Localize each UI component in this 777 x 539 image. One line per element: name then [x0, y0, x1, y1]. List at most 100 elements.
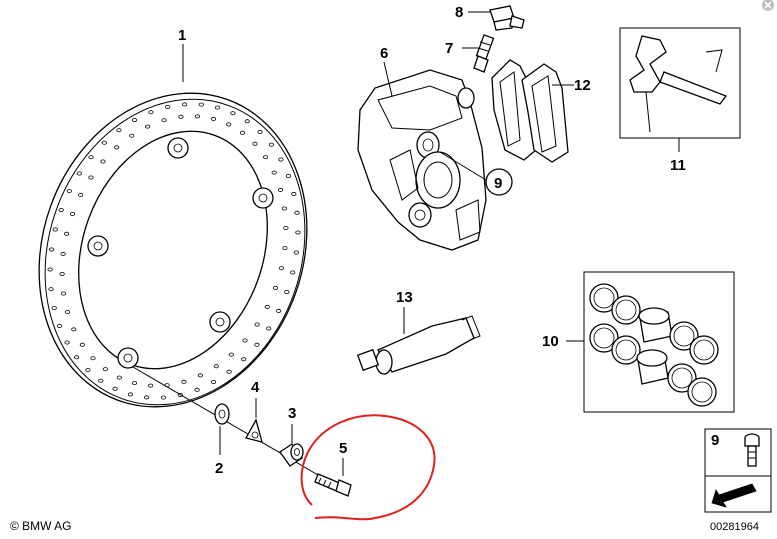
drill-hole [48, 287, 54, 292]
drill-hole [160, 395, 166, 400]
drill-hole [283, 225, 289, 230]
drill-hole [277, 187, 284, 192]
drill-hole [100, 159, 106, 164]
reference-box-arrow [704, 475, 772, 513]
drill-hole [213, 364, 219, 369]
close-button[interactable] [762, 0, 774, 11]
svg-text:9: 9 [494, 175, 502, 192]
drill-hole [131, 118, 138, 123]
callout-3: 3 [288, 405, 296, 422]
drill-hole [116, 375, 122, 380]
drill-hole [101, 140, 107, 145]
drill-hole [285, 173, 292, 178]
copyright-text: © BMW AG [10, 519, 72, 533]
drill-hole [278, 266, 284, 271]
drill-hole [197, 373, 203, 378]
drill-hole [198, 102, 204, 107]
callout-7: 7 [445, 40, 453, 57]
drill-hole [66, 189, 72, 194]
drill-hole [264, 304, 270, 309]
drill-hole [148, 383, 154, 388]
retaining-clip[interactable] [245, 418, 263, 443]
drill-hole [282, 246, 288, 251]
drill-hole [272, 285, 279, 290]
drill-hole [131, 381, 138, 386]
drill-hole [254, 322, 260, 327]
drill-hole [226, 122, 232, 127]
spacer-sleeve[interactable] [279, 443, 304, 467]
drill-hole [64, 340, 70, 345]
reference-circle-9: 9 [439, 151, 513, 196]
grease-tube[interactable] [356, 315, 481, 375]
callout-6: 6 [380, 45, 388, 62]
drill-hole [114, 145, 120, 150]
disc-drill-holes [47, 102, 301, 400]
drill-hole [257, 129, 263, 134]
brake-caliper[interactable] [357, 69, 487, 251]
drill-hole [181, 379, 187, 384]
drill-hole [242, 338, 248, 343]
drill-hole [79, 342, 86, 347]
mounting-bolt[interactable] [314, 473, 352, 497]
drill-hole [194, 114, 200, 119]
disc-mounting-lugs [87, 137, 274, 369]
drill-hole [48, 247, 55, 252]
drill-hole [129, 133, 135, 138]
drill-hole [294, 210, 300, 215]
drill-hole [74, 355, 80, 360]
callout-1: 1 [178, 27, 186, 44]
drill-hole [228, 352, 234, 357]
drill-hole [58, 207, 64, 212]
caliper-seal-kit-box[interactable] [583, 271, 735, 413]
drill-hole [291, 191, 297, 196]
dust-cap[interactable] [489, 5, 525, 31]
drill-hole [90, 356, 96, 361]
callout-10: 10 [542, 333, 559, 350]
drawing-number: 00281964 [710, 521, 759, 533]
drill-hole [145, 124, 151, 129]
drill-hole [59, 271, 65, 276]
drill-hole [268, 142, 274, 147]
drill-hole [76, 171, 82, 176]
drill-hole [194, 387, 200, 392]
drill-hole [52, 227, 58, 232]
drill-hole [64, 231, 70, 236]
drill-hole [262, 155, 269, 160]
red-annotation-circle [300, 414, 436, 521]
drill-hole [85, 368, 91, 373]
callout-2: 2 [215, 460, 223, 477]
drill-hole [266, 326, 272, 331]
washer[interactable] [214, 403, 230, 425]
drill-hole [60, 251, 66, 256]
callout-5: 5 [339, 440, 347, 457]
reference-box-screw[interactable]: 9 [704, 428, 772, 477]
drill-hole [230, 111, 236, 116]
callout-13: 13 [396, 289, 413, 306]
pad-fitting-kit-box[interactable] [619, 27, 741, 139]
leader-6 [383, 61, 393, 97]
brake-pads[interactable] [491, 59, 569, 163]
drill-hole [88, 175, 94, 180]
callout-8: 8 [455, 4, 463, 21]
drill-hole [254, 342, 260, 347]
svg-text:9: 9 [711, 432, 719, 449]
brake-disc[interactable] [0, 55, 350, 445]
close-icon [764, 1, 772, 9]
drill-hole [88, 155, 94, 160]
callout-11: 11 [670, 157, 686, 174]
arrow-icon [711, 483, 757, 508]
drill-hole [241, 357, 247, 362]
drill-hole [165, 105, 171, 110]
drill-hole [144, 395, 150, 400]
bleed-valve[interactable] [473, 34, 495, 73]
drill-hole [127, 392, 134, 397]
drill-hole [284, 289, 290, 294]
drill-hole [293, 250, 299, 255]
drill-hole [56, 323, 63, 328]
drill-hole [244, 119, 250, 124]
drill-hole [47, 267, 53, 272]
drill-hole [64, 310, 71, 315]
drill-hole [51, 306, 57, 311]
callout-12: 12 [574, 77, 591, 94]
